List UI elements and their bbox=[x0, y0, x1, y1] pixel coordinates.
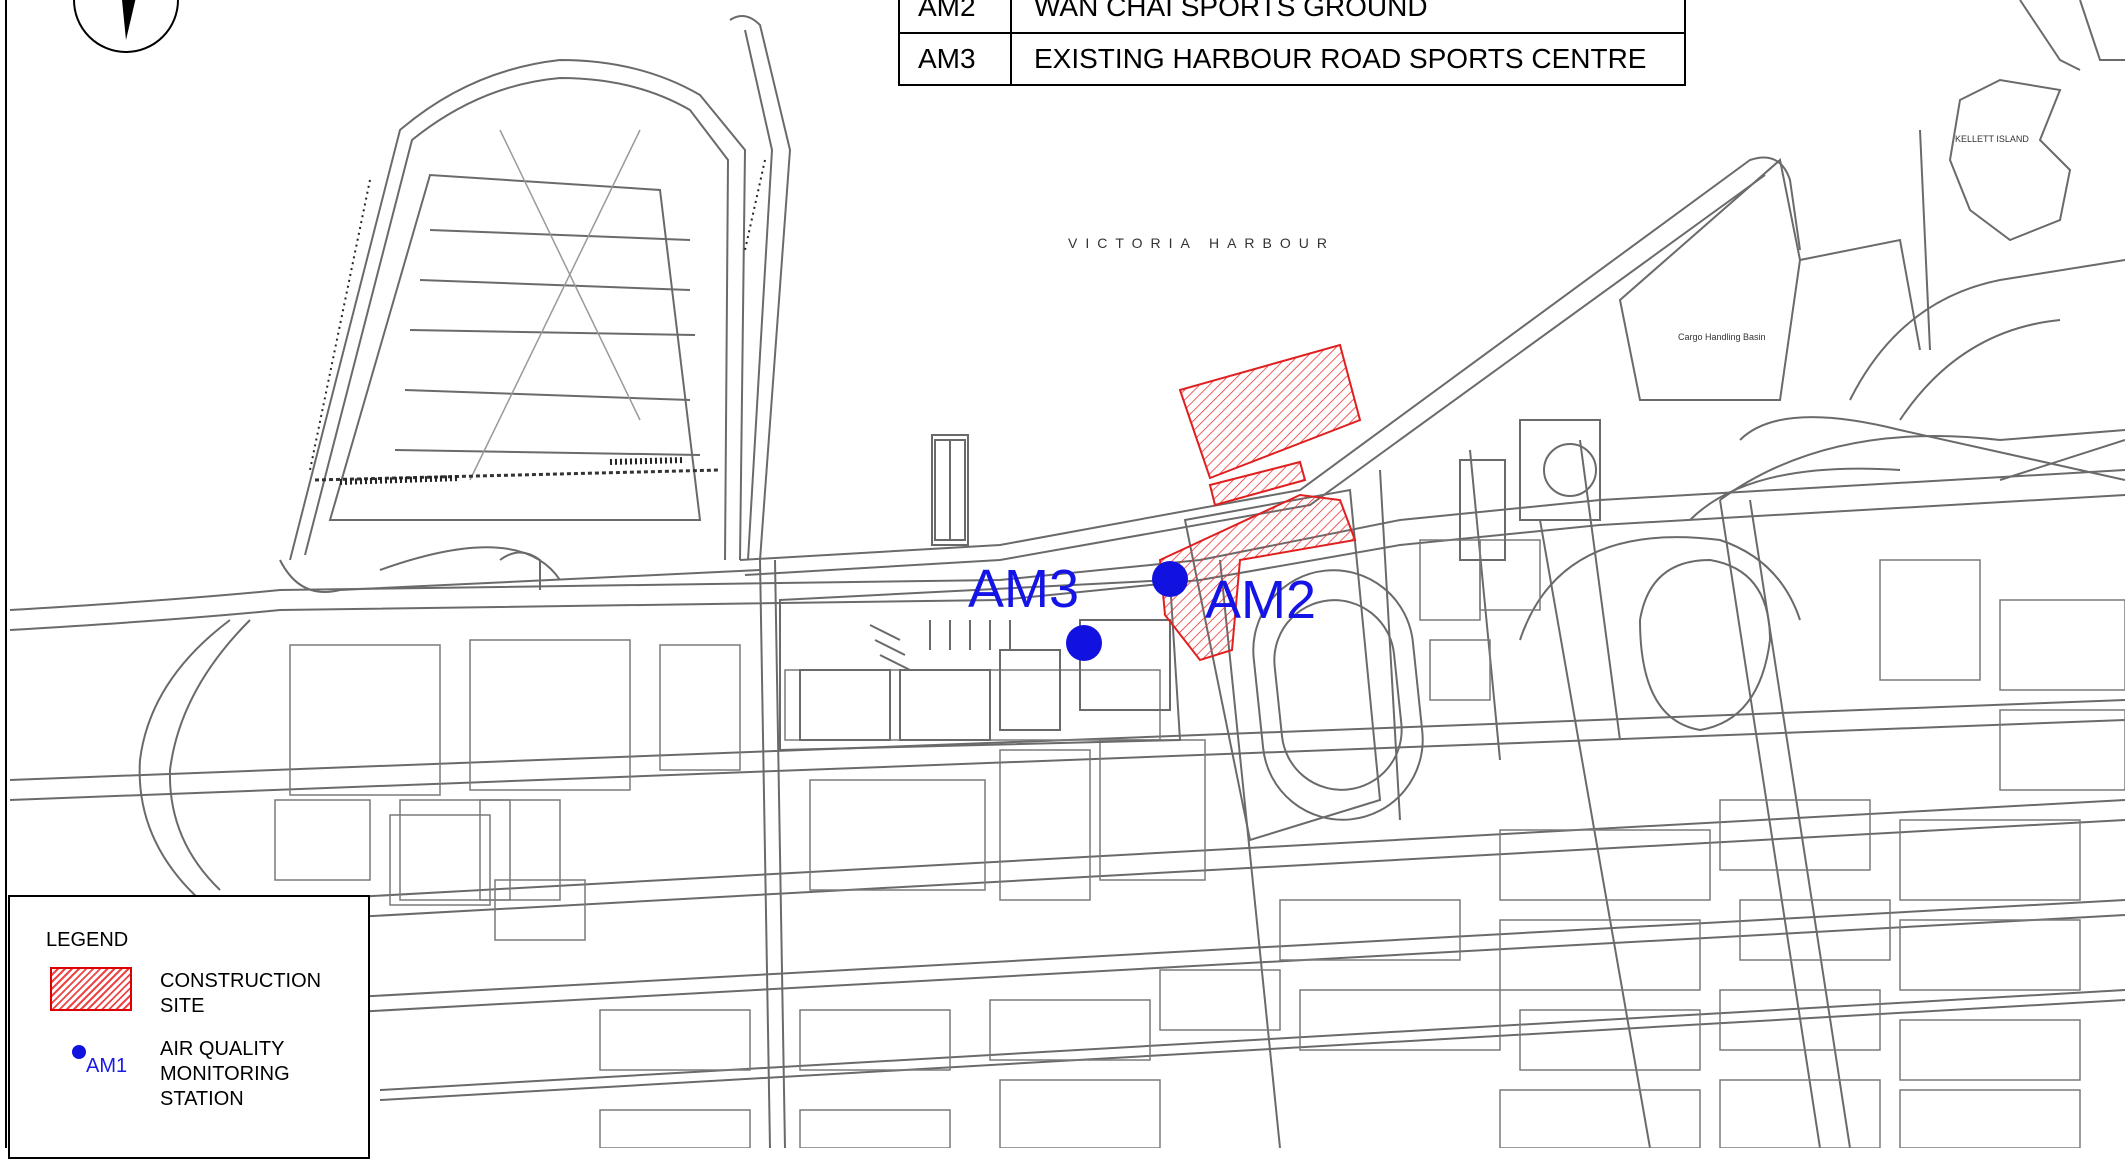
legend-station-label: AIR QUALITY MONITORING STATION bbox=[160, 1038, 290, 1110]
construction-site-2 bbox=[1208, 460, 1307, 507]
legend-station-symbol-label: AM1 bbox=[86, 1055, 128, 1077]
station-name-cell: EXISTING HARBOUR ROAD SPORTS CENTRE bbox=[1010, 32, 1686, 86]
table-row: AM3 EXISTING HARBOUR ROAD SPORTS CENTRE bbox=[898, 32, 1686, 86]
legend-title: LEGEND bbox=[46, 929, 129, 951]
construction-areas bbox=[1158, 343, 1362, 662]
station-label-am2: AM2 bbox=[1205, 570, 1317, 630]
station-marker-am2[interactable] bbox=[1152, 561, 1188, 597]
construction-site-3 bbox=[1158, 493, 1357, 662]
station-table: AM2 WAN CHAI SPORTS GROUND AM3 EXISTING … bbox=[898, 0, 1686, 86]
legend: LEGEND CONSTRUCTION SITE AM1 AIR QUALITY… bbox=[8, 895, 370, 1159]
station-name-cell: WAN CHAI SPORTS GROUND bbox=[1010, 0, 1686, 34]
station-id-cell: AM3 bbox=[898, 32, 1012, 86]
station-dot-icon bbox=[72, 1045, 86, 1059]
construction-swatch-icon bbox=[50, 967, 132, 1011]
cargo-basin-label: Cargo Handling Basin bbox=[1678, 332, 1766, 342]
table-row: AM2 WAN CHAI SPORTS GROUND bbox=[898, 0, 1686, 34]
legend-construction-label: CONSTRUCTION SITE bbox=[160, 970, 322, 1017]
construction-site-1 bbox=[1178, 343, 1362, 480]
station-marker-am3[interactable] bbox=[1066, 625, 1102, 661]
victoria-harbour-label: VICTORIA HARBOUR bbox=[1068, 235, 1335, 251]
station-id-cell: AM2 bbox=[898, 0, 1012, 34]
north-arrow-icon bbox=[73, 0, 179, 53]
station-label-am3: AM3 bbox=[968, 559, 1080, 619]
kellett-island-label: KELLETT ISLAND bbox=[1955, 134, 2029, 144]
